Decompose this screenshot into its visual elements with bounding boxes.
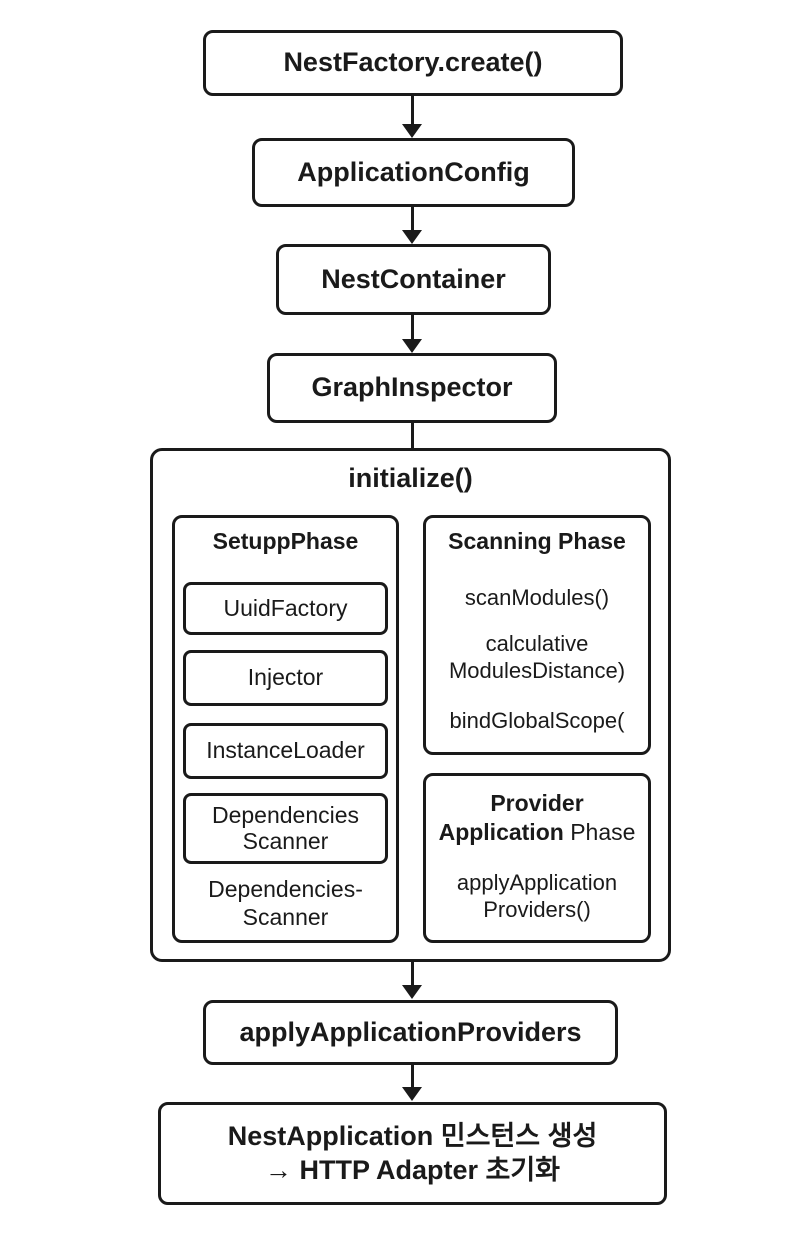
provider-phase-body-line2: Providers(): [483, 896, 591, 922]
flow-arrow-line: [411, 962, 414, 986]
node-apply-application-providers-label: applyApplicationProviders: [239, 1016, 582, 1047]
group-scanning-phase: [423, 515, 651, 755]
node-nest-application-result-line2: → HTTP Adapter 초기화: [264, 1154, 561, 1185]
provider-phase-title-line1: Provider: [423, 789, 651, 818]
flow-arrowhead-icon: [402, 339, 422, 353]
node-nest-application-result-line1: NestApplication 민스턴스 생성: [227, 1120, 598, 1151]
scanning-phase-line1: scanModules(): [464, 585, 610, 610]
item-dependencies-scanner-label: Dependencies Scanner: [211, 802, 360, 854]
item-dependencies-scanner: Dependencies Scanner: [183, 793, 388, 864]
provider-phase-title-line2: Application Phase: [423, 818, 651, 847]
setup-phase-footer-line1: Dependencies-: [208, 876, 363, 902]
flow-arrowhead-icon: [402, 124, 422, 138]
flow-arrowhead-icon: [402, 230, 422, 244]
item-injector-label: Injector: [247, 664, 324, 691]
group-scanning-phase-title: Scanning Phase: [448, 528, 626, 554]
item-uuid-factory-label: UuidFactory: [223, 594, 348, 621]
flow-arrow-line: [411, 315, 414, 340]
scanning-phase-line3: bindGlobalScope(: [449, 708, 625, 733]
flow-connector-line: [411, 423, 414, 448]
provider-phase-title-provider: Provider: [490, 790, 584, 816]
node-nest-application-result: NestApplication 민스턴스 생성 → HTTP Adapter 초…: [158, 1102, 667, 1205]
provider-phase-body: applyApplication Providers(): [423, 870, 651, 924]
setup-phase-footer-line2: Scanner: [242, 904, 329, 931]
node-nest-container: NestContainer: [276, 244, 551, 315]
setup-phase-footer: Dependencies- Scanner: [172, 875, 399, 931]
node-nest-factory-create-label: NestFactory.create(): [283, 47, 543, 78]
flow-arrowhead-icon: [402, 1087, 422, 1101]
flow-arrow-line: [411, 96, 414, 126]
flow-arrow-line: [411, 207, 414, 231]
node-nest-container-label: NestContainer: [321, 263, 506, 294]
group-provider-phase-title: Provider Application Phase: [423, 789, 651, 847]
node-nest-factory-create: NestFactory.create(): [203, 30, 623, 96]
item-instance-loader: InstanceLoader: [183, 723, 388, 779]
node-apply-application-providers: applyApplicationProviders: [203, 1000, 618, 1065]
node-application-config-label: ApplicationConfig: [297, 156, 530, 187]
flow-arrow-line: [411, 1065, 414, 1088]
item-injector: Injector: [183, 650, 388, 706]
item-instance-loader-label: InstanceLoader: [206, 737, 365, 764]
provider-phase-body-line1: applyApplication: [456, 870, 618, 895]
group-initialize-title: initialize(): [348, 463, 473, 493]
group-provider-phase: [423, 773, 651, 943]
provider-phase-title-phase: Phase: [563, 818, 636, 845]
scanning-phase-line2a: calculative: [485, 631, 589, 656]
node-graph-inspector-label: GraphInspector: [311, 372, 513, 403]
group-setup-phase-title: SetuppPhase: [212, 528, 359, 554]
scanning-phase-line2: calculative ModulesDistance): [423, 631, 651, 685]
node-graph-inspector: GraphInspector: [267, 353, 557, 423]
flow-arrowhead-icon: [402, 985, 422, 999]
scanning-phase-line2b: ModulesDistance): [448, 657, 626, 683]
node-application-config: ApplicationConfig: [252, 138, 575, 207]
provider-phase-title-application: Application: [438, 818, 564, 845]
item-uuid-factory: UuidFactory: [183, 582, 388, 635]
